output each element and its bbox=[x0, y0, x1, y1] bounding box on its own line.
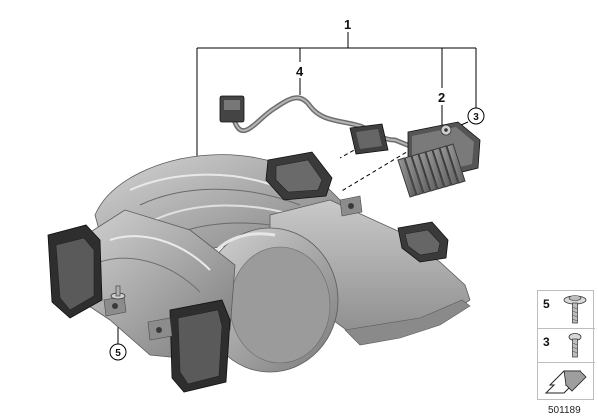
flange-screw-icon bbox=[563, 295, 587, 324]
callout-5-circle: 5 bbox=[109, 343, 127, 361]
fastener-legend: 5 3 bbox=[537, 290, 595, 400]
wiring-harness bbox=[219, 95, 413, 155]
callout-3-circle: 3 bbox=[467, 107, 485, 125]
callout-5: 5 bbox=[115, 348, 121, 359]
legend-row-arrow bbox=[538, 363, 595, 399]
callout-2: 2 bbox=[438, 90, 445, 105]
housing-screw bbox=[110, 285, 126, 300]
blower-resistor bbox=[397, 121, 481, 198]
callout-4: 4 bbox=[296, 64, 304, 79]
orientation-arrow-icon bbox=[544, 370, 587, 394]
pan-screw-icon bbox=[568, 333, 582, 358]
legend-row-3: 3 bbox=[538, 329, 595, 363]
legend-row-5: 5 bbox=[538, 291, 595, 329]
legend-number: 3 bbox=[543, 335, 550, 349]
document-number: 501189 bbox=[548, 405, 581, 416]
heater-blower-housing bbox=[47, 151, 471, 393]
callout-1: 1 bbox=[344, 17, 351, 32]
legend-number: 5 bbox=[543, 297, 550, 311]
callout-3: 3 bbox=[473, 112, 479, 123]
resistor-screw bbox=[440, 124, 452, 136]
